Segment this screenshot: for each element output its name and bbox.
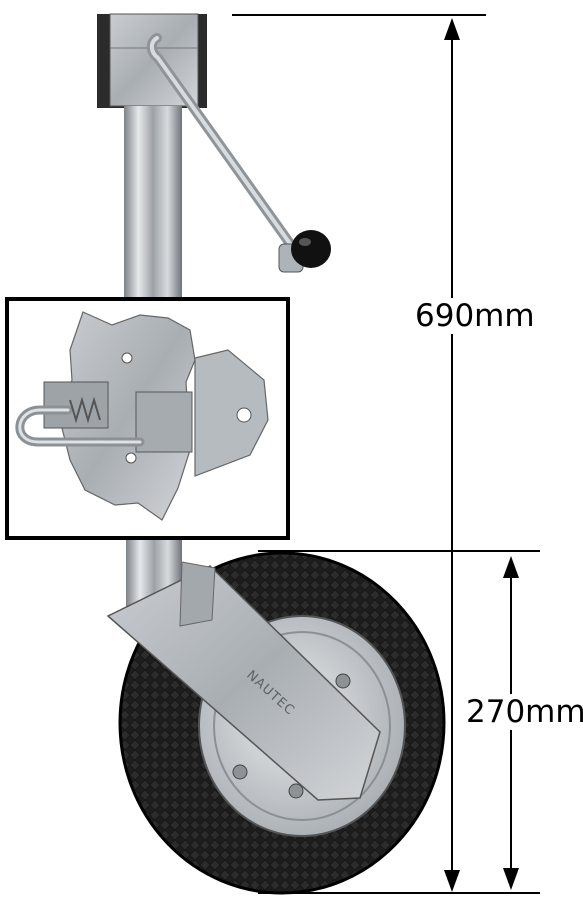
clamp-detail-inset [5,297,290,540]
handle-knob [291,230,331,268]
outer-tube [124,106,182,302]
wheel-fork: NAUTEC [106,561,381,801]
overall-height-label: 690mm [413,298,537,334]
dimension-line-690 [232,14,486,892]
wheel-diameter-label: 270mm [464,694,583,730]
crank-handle [146,33,331,273]
jack-head [97,13,207,108]
